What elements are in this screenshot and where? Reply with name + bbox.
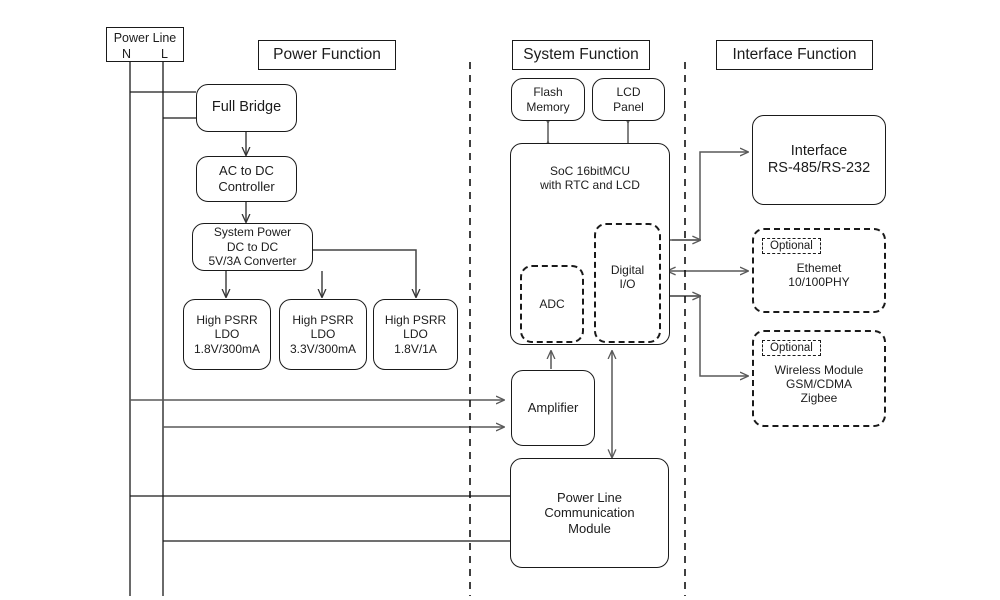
block-high-psrr-ldo-1v8-1a[interactable]: High PSRR LDO 1.8V/1A: [373, 299, 458, 370]
ethernet-label: Ethemet 10/100PHY: [788, 261, 850, 289]
block-wireless-module[interactable]: Optional Wireless Module GSM/CDMA Zigbee: [752, 330, 886, 427]
block-digital-io[interactable]: Digital I/O: [594, 223, 661, 343]
ethernet-optional-badge: Optional: [762, 238, 821, 254]
block-power-line-communication-module[interactable]: Power Line Communication Module: [510, 458, 669, 568]
block-flash-memory[interactable]: Flash Memory: [511, 78, 585, 121]
block-adc[interactable]: ADC: [520, 265, 584, 343]
block-lcd-panel[interactable]: LCD Panel: [592, 78, 665, 121]
block-interface-rs485-rs232[interactable]: Interface RS-485/RS-232: [752, 115, 886, 205]
block-high-psrr-ldo-3v3-300ma[interactable]: High PSRR LDO 3.3V/300mA: [279, 299, 367, 370]
block-soc-mcu[interactable]: SoC 16bitMCU with RTC and LCD: [510, 143, 670, 345]
wireless-optional-badge: Optional: [762, 340, 821, 356]
memory-display-wires: [548, 122, 628, 143]
section-header-system-function: System Function: [512, 40, 650, 70]
block-ethernet-phy[interactable]: Optional Ethemet 10/100PHY: [752, 228, 886, 313]
section-header-interface-function: Interface Function: [716, 40, 873, 70]
power-line-live-label: L: [161, 47, 168, 61]
power-line-neutral-label: N: [122, 47, 132, 61]
block-system-power-converter[interactable]: System Power DC to DC 5V/3A Converter: [192, 223, 313, 271]
block-amplifier[interactable]: Amplifier: [511, 370, 595, 446]
block-ac-to-dc-controller[interactable]: AC to DC Controller: [196, 156, 297, 202]
block-full-bridge[interactable]: Full Bridge: [196, 84, 297, 132]
interface-wires: [668, 152, 748, 376]
section-header-power-function: Power Function: [258, 40, 396, 70]
wireless-label: Wireless Module GSM/CDMA Zigbee: [774, 363, 864, 405]
power-line-title: Power Line: [113, 31, 177, 45]
power-line-source: Power Line N L: [106, 27, 184, 62]
block-high-psrr-ldo-1v8-300ma[interactable]: High PSRR LDO 1.8V/300mA: [183, 299, 271, 370]
